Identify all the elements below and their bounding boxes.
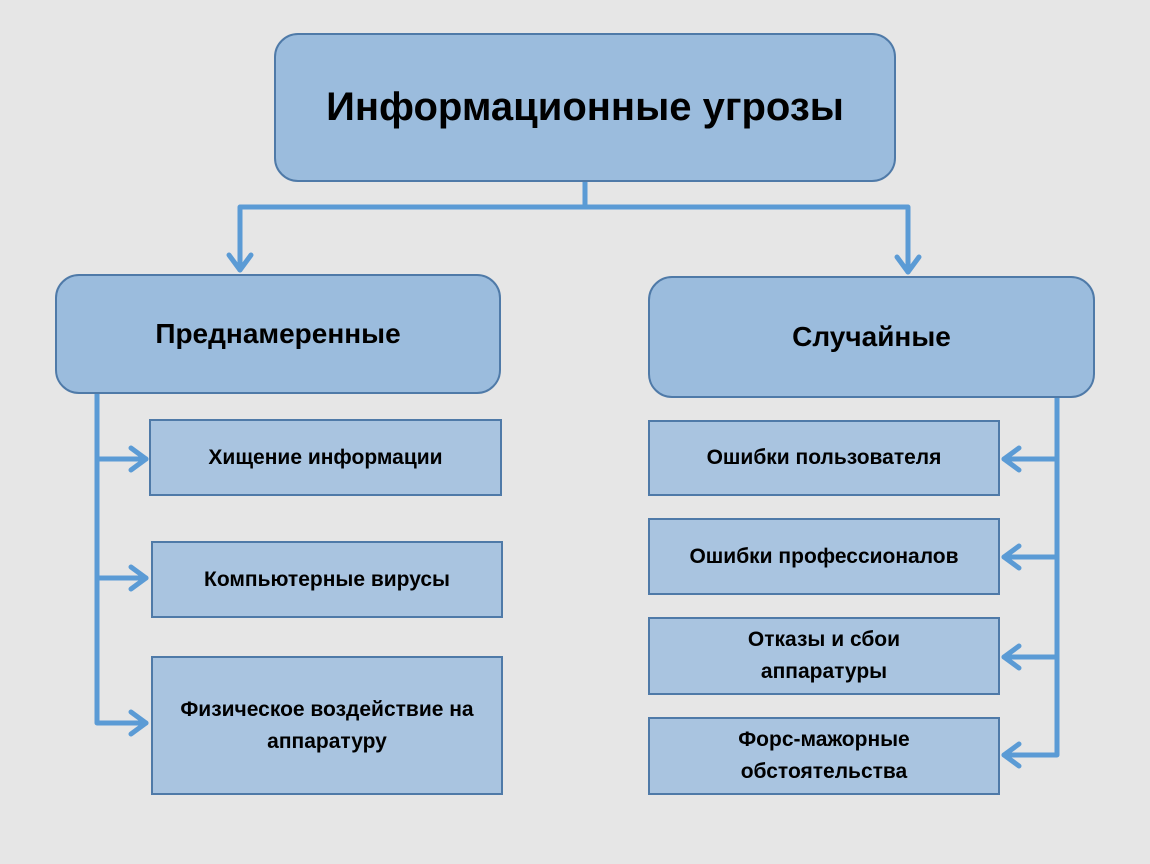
item-label: Ошибки пользователя [706, 446, 942, 469]
root-connector [237, 179, 911, 275]
root-node: Информационные угрозы [274, 33, 896, 182]
right-arrowheads [1001, 445, 1022, 769]
root-label: Информационные угрозы [326, 85, 844, 129]
category-label: Случайные [792, 321, 951, 352]
item-node: Компьютерные вирусы [151, 541, 503, 618]
item-label: Ошибки профессионалов [689, 544, 959, 568]
category-intentional: Преднамеренные [55, 274, 501, 394]
item-label: Компьютерные вирусы [204, 567, 450, 591]
item-node: Ошибки профессионалов [648, 518, 1000, 595]
item-node: Физическое воздействие на аппаратуру [151, 656, 503, 795]
arrowhead-left [226, 252, 254, 273]
right-trunk [1001, 395, 1060, 758]
item-label: Форс-мажорные обстоятельства [738, 728, 910, 783]
left-trunk [94, 391, 149, 726]
category-label: Преднамеренные [155, 318, 401, 349]
item-label: Хищение информации [208, 445, 443, 469]
item-node: Хищение информации [149, 419, 502, 496]
item-node: Ошибки пользователя [648, 420, 1000, 496]
item-node: Отказы и сбои аппаратуры [648, 617, 1000, 695]
item-label: Отказы и сбои аппаратуры [747, 628, 901, 683]
arrowhead-right [894, 254, 922, 275]
item-node: Форс-мажорные обстоятельства [648, 717, 1000, 795]
category-accidental: Случайные [648, 276, 1095, 398]
left-arrowheads [128, 445, 149, 737]
item-label: Физическое воздействие на аппаратуру [180, 697, 474, 753]
